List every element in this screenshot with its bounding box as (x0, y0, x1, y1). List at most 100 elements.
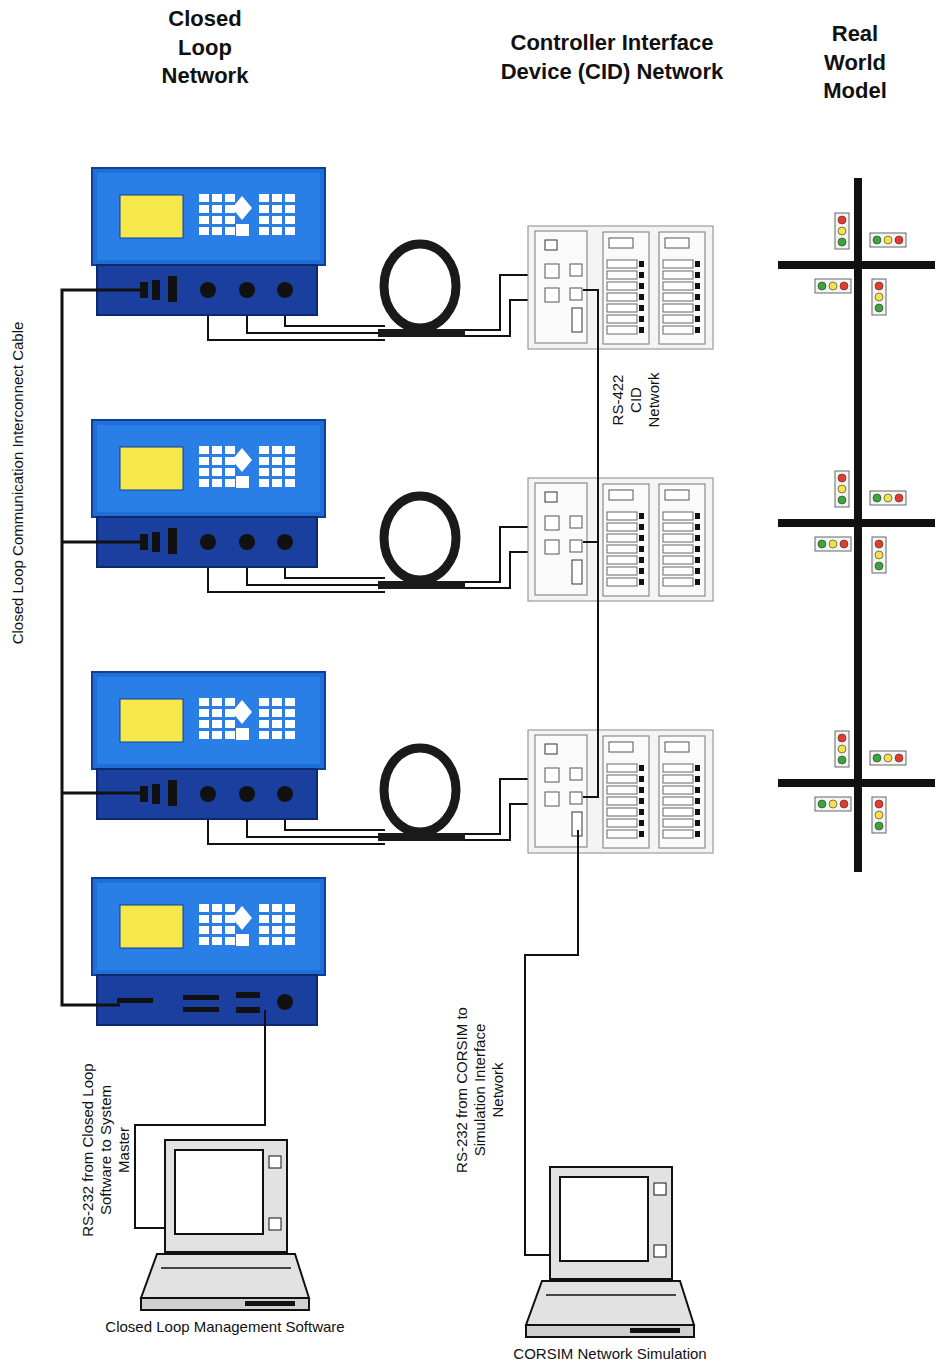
key (212, 194, 222, 202)
key (259, 446, 269, 454)
card-led (639, 272, 644, 278)
card-led (695, 776, 700, 782)
computer-caption: Closed Loop Management Software (95, 1318, 355, 1335)
traffic-signal (835, 731, 849, 767)
key (259, 720, 269, 728)
port (152, 532, 160, 552)
laptop-screen (175, 1150, 263, 1234)
card-rack (603, 484, 649, 596)
key (225, 194, 235, 202)
card-led (695, 809, 700, 815)
card-rack (603, 232, 649, 344)
signal-head (872, 797, 886, 833)
controller-face (97, 677, 320, 764)
key (272, 904, 282, 912)
key (199, 720, 209, 728)
controller-panel (97, 975, 317, 1025)
card (663, 819, 693, 827)
signal-head (870, 751, 906, 765)
card (663, 534, 693, 542)
interconnect-cable (62, 290, 140, 1005)
key (285, 216, 295, 224)
card-led (639, 535, 644, 541)
nav-diamond (232, 700, 252, 724)
key (225, 937, 235, 945)
signal-head (870, 233, 906, 247)
key (272, 468, 282, 476)
card (607, 797, 637, 805)
card (665, 238, 689, 248)
card-rack (659, 232, 705, 344)
nav-diamond (232, 906, 252, 930)
key (236, 728, 249, 740)
key (199, 915, 209, 923)
card (609, 490, 633, 500)
led (545, 744, 557, 754)
card (663, 282, 693, 290)
signal-lamp (838, 474, 846, 482)
card-led (639, 820, 644, 826)
key (285, 227, 295, 235)
signal-lamp (818, 540, 826, 548)
card-led (695, 831, 700, 837)
signal-lamp (875, 304, 883, 312)
card-rack (603, 736, 649, 848)
cid-housing (528, 226, 713, 349)
card-led (695, 272, 700, 278)
signal-lamp (840, 800, 848, 808)
card (609, 742, 633, 752)
key (259, 457, 269, 465)
button (654, 1183, 666, 1195)
signal-lamp (875, 540, 883, 548)
key (272, 457, 282, 465)
signal-head (815, 279, 851, 293)
key (212, 731, 222, 739)
card-led (639, 765, 644, 771)
card-led (695, 568, 700, 574)
laptop-lid (550, 1167, 672, 1279)
key (225, 731, 235, 739)
signal-controller (92, 168, 325, 315)
key (225, 468, 235, 476)
port (140, 282, 148, 298)
card-led (695, 294, 700, 300)
key (212, 720, 222, 728)
card-led (639, 831, 644, 837)
key (199, 698, 209, 706)
cid-module (535, 735, 587, 847)
card-led (695, 513, 700, 519)
keyboard-edge (546, 1294, 676, 1296)
led (545, 240, 557, 250)
port (545, 264, 559, 278)
signal-lamp (838, 745, 846, 753)
key (285, 926, 295, 934)
key (259, 194, 269, 202)
key (212, 216, 222, 224)
signal-lamp (875, 811, 883, 819)
controller-face (97, 173, 320, 260)
key (225, 720, 235, 728)
port (545, 768, 559, 782)
key (259, 926, 269, 934)
cable-label: RS-232 from CORSIM to Simulation Interfa… (453, 1000, 507, 1180)
key (285, 698, 295, 706)
key (272, 205, 282, 213)
key (212, 479, 222, 487)
column-heading: Real World Model (805, 20, 905, 106)
card (663, 808, 693, 816)
key (285, 194, 295, 202)
card (607, 523, 637, 531)
signal-lamp (838, 216, 846, 224)
key (272, 937, 282, 945)
key (199, 205, 209, 213)
key (259, 731, 269, 739)
signal-lamp (838, 238, 846, 246)
card (663, 304, 693, 312)
key (199, 457, 209, 465)
key (199, 227, 209, 235)
port (570, 768, 582, 780)
signal-lamp (829, 540, 837, 548)
key (259, 216, 269, 224)
led (545, 492, 557, 502)
traffic-signal (870, 233, 906, 247)
